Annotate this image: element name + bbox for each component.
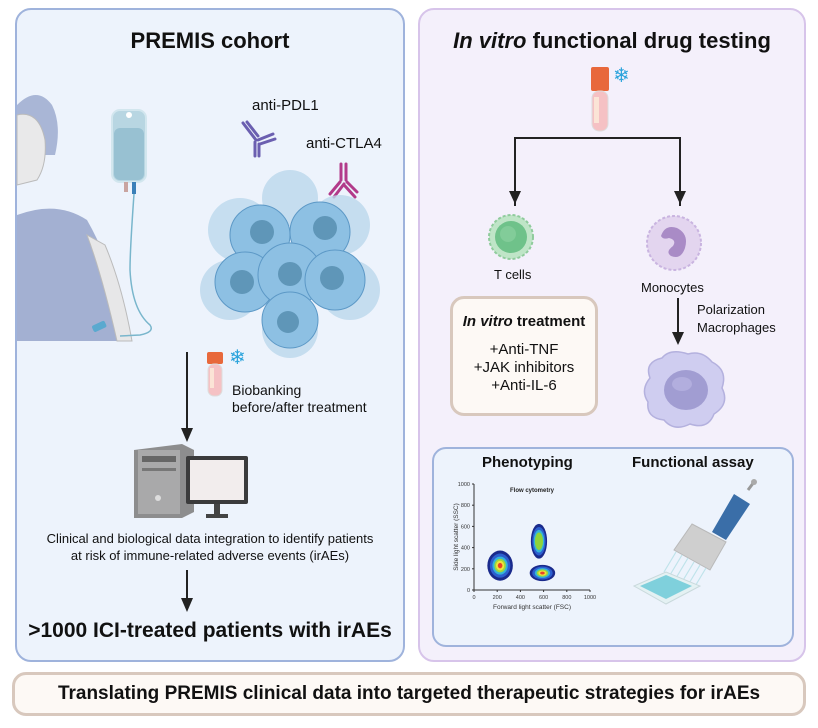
chart-title: Flow cytometry (510, 488, 555, 494)
y-tick-label: 800 (461, 503, 470, 509)
treatment-title-italic: In vitro (462, 313, 513, 330)
in-vitro-treatment-box: In vitro treatment +Anti-TNF +JAK inhibi… (450, 296, 598, 416)
blood-tube-icon-right (591, 67, 609, 132)
snowflake-icon-right: ❄ (613, 65, 630, 87)
polarization-label-line1: Polarization (697, 302, 765, 317)
integration-text-line1: Clinical and biological data integration… (46, 531, 374, 546)
branch-arrows (509, 137, 686, 206)
tumor-cells-icon (200, 170, 380, 358)
footer-banner: Translating PREMIS clinical data into ta… (12, 672, 806, 716)
cohort-result-text: >1000 ICI-treated patients with irAEs (28, 619, 392, 642)
population-2-density-level (534, 532, 544, 550)
x-tick-label: 1000 (584, 595, 596, 601)
y-tick-label: 400 (461, 546, 470, 552)
polarization-arrow (672, 298, 684, 345)
anti-ctla4-antibody-icon (328, 162, 359, 199)
y-axis-label: Side light scatter (SSC) (453, 503, 460, 571)
snowflake-icon: ❄ (229, 347, 246, 369)
down-arrow-2 (181, 570, 193, 612)
t-cell-icon (488, 214, 534, 260)
in-vitro-testing-title: In vitro functional drug testing (418, 28, 806, 54)
anti-ctla4-label: anti-CTLA4 (306, 135, 382, 152)
treatment-item: +Anti-IL-6 (491, 377, 557, 394)
premis-cohort-title: PREMIS cohort (130, 28, 290, 53)
biobanking-label-line2: before/after treatment (232, 399, 367, 415)
blood-tube-icon (207, 352, 223, 397)
title-rest-part: functional drug testing (526, 28, 771, 53)
treatment-item: +JAK inhibitors (473, 359, 575, 376)
functional-assay-title: Functional assay (632, 454, 754, 471)
population-3-density-level (540, 571, 545, 575)
monocytes-label: Monocytes (641, 280, 704, 295)
y-tick-label: 200 (461, 567, 470, 573)
down-arrow-1 (181, 352, 193, 442)
treatment-item: +Anti-TNF (489, 341, 559, 358)
population-1-density-level (497, 562, 503, 569)
footer-text: Translating PREMIS clinical data into ta… (57, 683, 761, 704)
computer-icon (134, 444, 248, 518)
title-italic-part: In vitro (453, 28, 527, 53)
t-cells-label: T cells (494, 267, 532, 282)
integration-text-line2: at risk of immune-related adverse events… (70, 548, 350, 563)
patient-icon (16, 95, 133, 342)
x-tick-label: 200 (493, 595, 502, 601)
treatment-title: In vitro treatment (453, 313, 595, 330)
anti-pdl1-antibody-icon (241, 120, 277, 158)
y-tick-label: 600 (461, 524, 470, 530)
phenotyping-title: Phenotyping (482, 454, 573, 471)
x-axis-label: Forward light scatter (FSC) (493, 604, 571, 611)
polarization-label-line2: Macrophages (697, 320, 776, 335)
assay-box (432, 447, 794, 647)
multichannel-pipette-icon (632, 479, 757, 605)
biobanking-label-line1: Biobanking (232, 382, 302, 398)
y-tick-label: 1000 (458, 482, 470, 488)
anti-pdl1-label: anti-PDL1 (252, 97, 319, 114)
iv-bag-icon (111, 109, 152, 337)
y-tick-label: 0 (467, 588, 470, 594)
x-tick-label: 600 (539, 595, 548, 601)
x-tick-label: 400 (516, 595, 525, 601)
monocyte-icon (646, 215, 702, 271)
treatment-title-rest: treatment (512, 313, 586, 330)
macrophage-icon (643, 351, 726, 428)
x-tick-label: 0 (472, 595, 475, 601)
x-tick-label: 800 (562, 595, 571, 601)
